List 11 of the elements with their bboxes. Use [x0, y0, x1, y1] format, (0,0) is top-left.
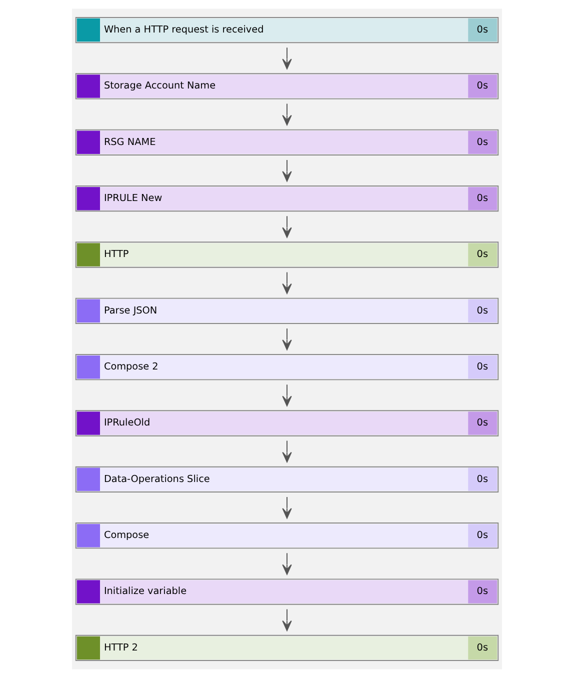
- arrow: [282, 552, 292, 575]
- arrow: [282, 328, 292, 350]
- arrow: [282, 103, 292, 126]
- arrow: [282, 47, 292, 70]
- arrow: [282, 496, 292, 519]
- arrow: [282, 272, 292, 294]
- arrow: [282, 159, 292, 182]
- arrow: [282, 608, 292, 631]
- arrow: [282, 216, 292, 238]
- arrow: [282, 384, 292, 406]
- arrow: [282, 440, 292, 462]
